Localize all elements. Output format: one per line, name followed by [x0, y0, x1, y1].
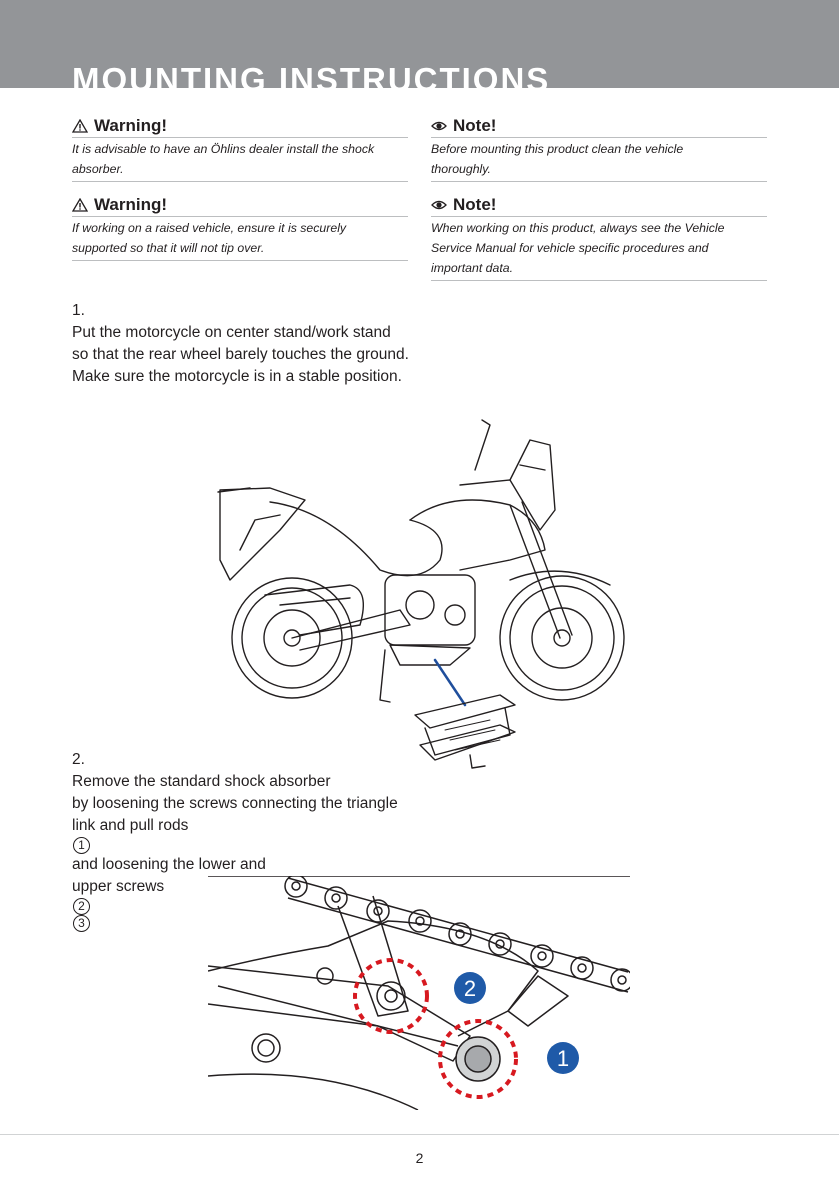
step-text-line: so that the rear wheel barely touches th…	[72, 346, 409, 363]
warning-text-line: absorber.	[72, 162, 124, 176]
reference-marker-3: 3	[73, 915, 90, 932]
motorcycle-on-stand-illustration	[217, 419, 625, 769]
warning-heading-text: Warning!	[94, 195, 168, 214]
header-band: MOUNTING INSTRUCTIONS	[0, 0, 839, 88]
footer-divider	[0, 1134, 839, 1135]
warning-box-raised: Warning! If working on a raised vehicle,…	[72, 195, 408, 261]
warning-text-line: If working on a raised vehicle, ensure i…	[72, 221, 347, 235]
note-text-line: Service Manual for vehicle specific proc…	[431, 241, 709, 255]
reference-marker-2: 2	[73, 898, 90, 915]
warning-heading: Warning!	[72, 116, 408, 138]
step-text: upper screws	[72, 878, 165, 895]
eye-icon	[431, 200, 447, 210]
step-text-line: Put the motorcycle on center stand/work …	[72, 324, 391, 341]
step-text-line: Remove the standard shock absorber	[72, 773, 331, 790]
eye-icon	[431, 121, 447, 131]
note-text: Before mounting this product clean the v…	[431, 138, 767, 182]
warning-text-line: supported so that it will not tip over.	[72, 241, 265, 255]
warning-text-line: It is advisable to have an Öhlins dealer…	[72, 142, 375, 156]
shock-linkage-detail-illustration: 2 1	[208, 876, 630, 1110]
note-heading: Note!	[431, 195, 767, 217]
step-text-line: Make sure the motorcycle is in a stable …	[72, 368, 402, 385]
callout-2: 2	[464, 976, 476, 1001]
step-text: link and pull rods	[72, 817, 189, 834]
warning-heading-text: Warning!	[94, 116, 168, 135]
step-number: 2.	[72, 751, 85, 768]
step-1: 1. Put the motorcycle on center stand/wo…	[72, 300, 409, 388]
step-text-line: link and pull rods 1 and loosening the lo…	[72, 815, 398, 876]
warning-triangle-icon	[72, 198, 88, 212]
warning-text: It is advisable to have an Öhlins dealer…	[72, 138, 408, 182]
note-text-line: thoroughly.	[431, 162, 491, 176]
note-text-line: important data.	[431, 261, 514, 275]
note-heading-text: Note!	[453, 116, 497, 135]
step-number: 1.	[72, 302, 85, 319]
note-text: When working on this product, always see…	[431, 217, 767, 281]
note-text-line: When working on this product, always see…	[431, 221, 725, 235]
page-title: MOUNTING INSTRUCTIONS	[72, 61, 551, 88]
warning-text: If working on a raised vehicle, ensure i…	[72, 217, 408, 261]
step-text: and loosening the lower and	[72, 856, 266, 873]
warning-box-dealer: Warning! It is advisable to have an Öhli…	[72, 116, 408, 182]
reference-marker-1: 1	[73, 837, 90, 854]
step-text-line: by loosening the screws connecting the t…	[72, 795, 398, 812]
step-2: 2. Remove the standard shock absorber by…	[72, 749, 398, 932]
page-number: 2	[415, 1150, 424, 1166]
note-text-line: Before mounting this product clean the v…	[431, 142, 684, 156]
note-heading: Note!	[431, 116, 767, 138]
note-box-manual: Note! When working on this product, alwa…	[431, 195, 767, 281]
note-box-clean: Note! Before mounting this product clean…	[431, 116, 767, 182]
callout-1: 1	[557, 1046, 569, 1071]
warning-triangle-icon	[72, 119, 88, 133]
note-heading-text: Note!	[453, 195, 497, 214]
warning-heading: Warning!	[72, 195, 408, 217]
